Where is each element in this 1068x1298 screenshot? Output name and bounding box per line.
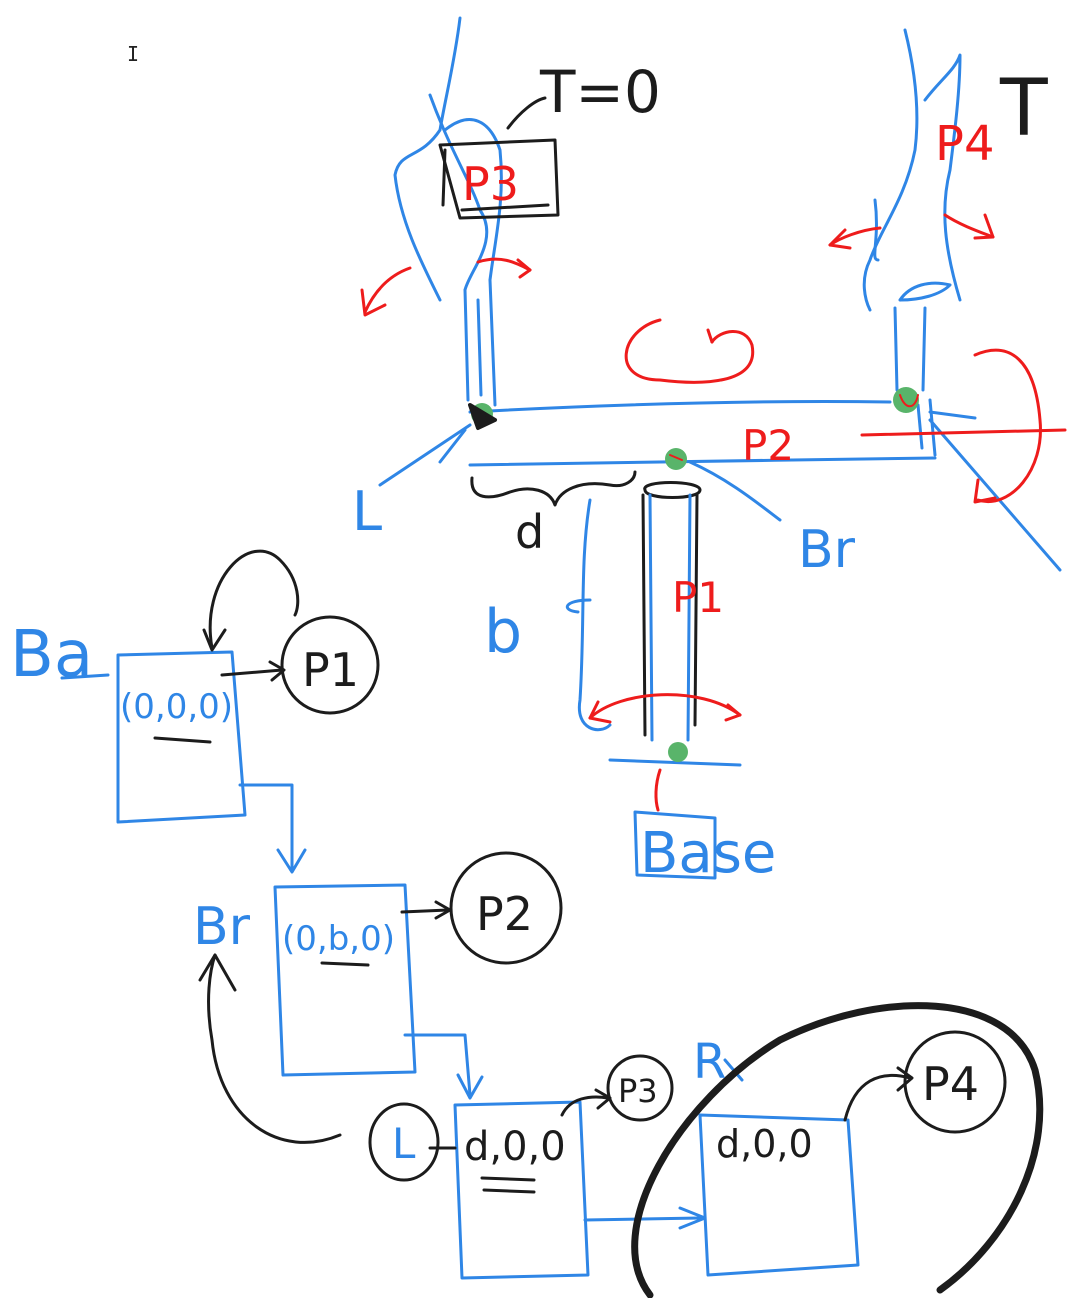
l-circle: [368, 1102, 440, 1182]
p3-circle: [606, 1054, 674, 1122]
t-bar-body: [378, 398, 1062, 572]
text-cursor-icon: I: [127, 42, 140, 66]
brace-d: [470, 470, 637, 507]
label-r: R: [693, 1034, 726, 1090]
rotation-arrows: [360, 213, 1067, 812]
r-to-p4: [843, 1066, 914, 1122]
label-b: b: [484, 597, 522, 667]
ba-to-p1: [153, 549, 300, 744]
p4-circle: [903, 1030, 1007, 1134]
label-p2: P2: [742, 421, 794, 470]
l-to-p3: [428, 1088, 612, 1194]
pillar: [577, 481, 742, 767]
br-node-value: (0,b,0): [282, 919, 395, 959]
joint-base: [668, 742, 688, 762]
br-node-box: [273, 883, 484, 1100]
label-d: d: [515, 505, 544, 559]
ba-node-box: [60, 650, 307, 874]
left-leaf-sketch: [393, 16, 503, 407]
label-t-eq-0: T=0: [539, 58, 661, 126]
right-leaf-sketch: [862, 28, 962, 392]
l-node-value: d,0,0: [464, 1124, 566, 1170]
label-br-tree: Br: [193, 897, 251, 957]
br-pointer: [688, 460, 782, 522]
p3-frame: [438, 96, 560, 220]
joint-r: [893, 387, 919, 413]
base-frame: [633, 810, 717, 880]
p1-circle: [280, 615, 380, 715]
label-p3: P3: [462, 157, 519, 211]
p3-circle-label: P3: [618, 1072, 658, 1110]
label-p4: P4: [935, 116, 994, 172]
br-to-p2: [198, 900, 452, 1144]
p1-circle-label: P1: [302, 643, 359, 697]
r-subtree-loop: [631, 1002, 1044, 1298]
p2-circle-label: P2: [476, 887, 533, 941]
label-ba: Ba: [10, 618, 93, 692]
label-base: Base: [640, 821, 776, 886]
ba-node-value: (0,0,0): [120, 687, 233, 727]
brace-b: [565, 598, 592, 614]
label-t-right: T: [999, 64, 1048, 154]
label-br: Br: [798, 520, 856, 580]
joint-l-mark: [468, 403, 497, 430]
p4-circle-label: P4: [922, 1057, 979, 1111]
label-l: L: [352, 480, 382, 543]
label-p1: P1: [672, 573, 724, 622]
r-node-value: d,0,0: [716, 1122, 813, 1166]
l-circle-label: L: [392, 1119, 416, 1168]
r-node-box: [698, 1058, 860, 1277]
p2-circle: [449, 851, 563, 965]
joint-br: [665, 448, 687, 470]
